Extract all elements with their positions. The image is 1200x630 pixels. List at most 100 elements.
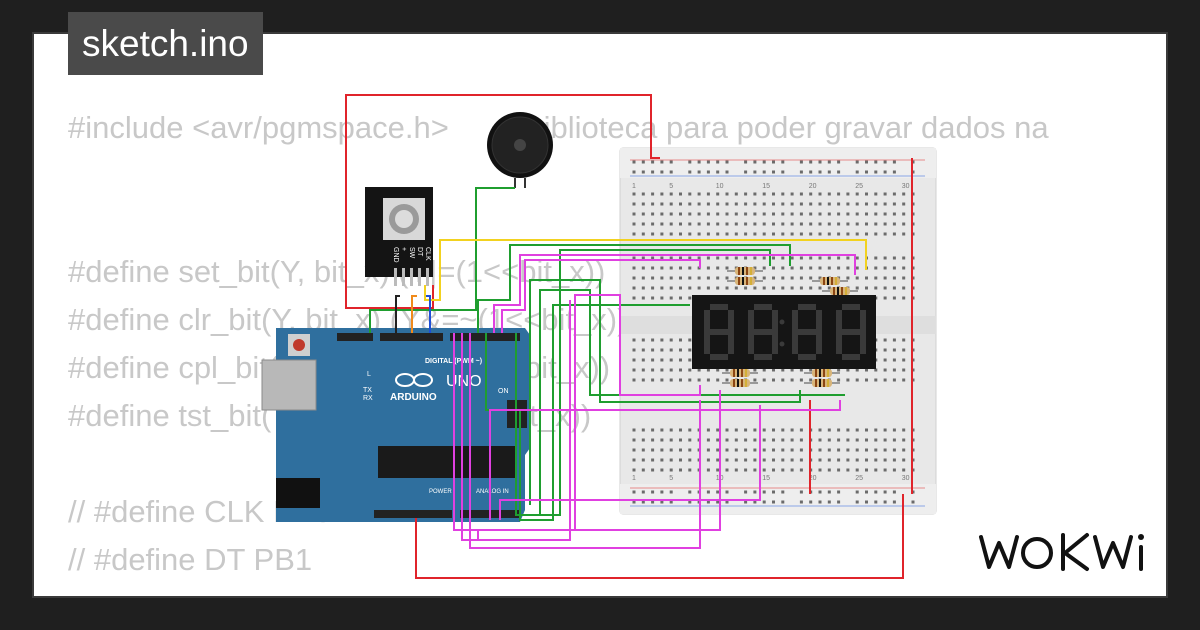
- breadboard-hole: [772, 222, 775, 226]
- breadboard-hole: [716, 222, 720, 226]
- breadboard-hole: [688, 202, 692, 206]
- breadboard-hole: [883, 428, 887, 432]
- breadboard-hole: [744, 468, 748, 472]
- rail-hole: [725, 170, 729, 174]
- breadboard-hole: [706, 286, 710, 290]
- breadboard-hole: [827, 428, 831, 432]
- breadboard-hole: [837, 428, 841, 432]
- breadboard-hole: [753, 458, 757, 462]
- breadboard-hole: [632, 458, 636, 462]
- breadboard-hole: [744, 428, 748, 432]
- wire: [395, 295, 400, 333]
- breadboard-hole: [734, 438, 738, 442]
- sketch-filename[interactable]: sketch.ino: [68, 12, 263, 75]
- breadboard-hole: [874, 212, 878, 216]
- breadboard-hole: [762, 276, 766, 280]
- breadboard-hole: [799, 286, 803, 290]
- breadboard-hole: [744, 212, 748, 216]
- rail-hole: [837, 490, 841, 494]
- rail-hole: [892, 160, 896, 164]
- breadboard-hole: [883, 348, 887, 352]
- breadboard-hole: [632, 358, 636, 362]
- breadboard-hole: [883, 438, 887, 442]
- breadboard-hole: [902, 358, 906, 362]
- breadboard-hole: [837, 192, 841, 196]
- breadboard-hole: [641, 428, 645, 432]
- breadboard-hole: [865, 368, 868, 372]
- breadboard-hole: [716, 212, 720, 216]
- rail-hole: [865, 490, 868, 494]
- rail-hole: [632, 500, 636, 504]
- rail-hole: [865, 160, 868, 164]
- rail-hole: [827, 160, 831, 164]
- breadboard-hole: [874, 286, 878, 290]
- rail-hole: [799, 160, 803, 164]
- breadboard-hole: [846, 222, 850, 226]
- rail-hole: [706, 490, 710, 494]
- breadboard-hole: [716, 202, 720, 206]
- breadboard-hole: [855, 222, 859, 226]
- rail-hole: [892, 490, 896, 494]
- breadboard-hole: [846, 256, 850, 260]
- breadboard-hole: [734, 468, 738, 472]
- breadboard-hole: [697, 378, 701, 382]
- rail-hole: [883, 500, 887, 504]
- breadboard-hole: [660, 438, 664, 442]
- breadboard-hole: [892, 222, 896, 226]
- breadboard-hole: [641, 286, 645, 290]
- rail-hole: [716, 490, 720, 494]
- breadboard-hole: [790, 232, 794, 236]
- code-line: // #define DT PB1: [68, 542, 313, 577]
- encoder-pin-label: CLK: [424, 247, 431, 261]
- resistor-band: [741, 369, 743, 377]
- breadboard-hole: [809, 368, 813, 372]
- breadboard-hole: [641, 276, 645, 280]
- breadboard-hole: [716, 438, 720, 442]
- breadboard-hole: [818, 468, 822, 472]
- display-segment: [836, 310, 842, 332]
- breadboard-hole: [772, 276, 775, 280]
- breadboard-hole: [874, 438, 878, 442]
- breadboard-hole: [865, 468, 868, 472]
- breadboard-hole: [790, 256, 794, 260]
- breadboard-hole: [818, 202, 822, 206]
- breadboard-hole: [874, 192, 878, 196]
- resistor-band: [827, 277, 829, 285]
- rail-hole: [716, 170, 720, 174]
- encoder-pin: [418, 268, 421, 286]
- breadboard-hole: [818, 428, 822, 432]
- display-colon: [779, 341, 785, 347]
- breadboard-hole: [706, 276, 710, 280]
- display-segment: [798, 354, 816, 360]
- breadboard-hole: [688, 368, 692, 372]
- tx-label: TX: [363, 387, 372, 394]
- code-line: // #define SW PB2: [68, 584, 1049, 596]
- wire: [453, 294, 701, 531]
- column-number: 25: [855, 475, 863, 482]
- breadboard-hole: [790, 468, 794, 472]
- breadboard-hole: [706, 212, 710, 216]
- breadboard-hole: [725, 368, 729, 372]
- breadboard-hole: [827, 202, 831, 206]
- breadboard-hole: [809, 192, 813, 196]
- breadboard-hole: [865, 428, 868, 432]
- breadboard-hole: [725, 428, 729, 432]
- breadboard-hole: [651, 222, 655, 226]
- resistors: [722, 267, 858, 387]
- breadboard-hole: [855, 286, 859, 290]
- breadboard-hole: [641, 338, 645, 342]
- breadboard-hole: [781, 428, 785, 432]
- display-segment: [798, 304, 816, 310]
- breadboard-hole: [883, 276, 887, 280]
- breadboard-hole: [706, 468, 710, 472]
- breadboard-hole: [679, 358, 682, 362]
- resistor-band: [833, 287, 835, 295]
- rail-hole: [911, 500, 915, 504]
- rail-hole: [688, 160, 692, 164]
- encoder-pin: [410, 268, 413, 286]
- breadboard-hole: [809, 256, 813, 260]
- breadboard-hole: [855, 428, 859, 432]
- breadboard-hole: [688, 266, 692, 270]
- breadboard-hole: [753, 378, 757, 382]
- breadboard-hole: [837, 222, 841, 226]
